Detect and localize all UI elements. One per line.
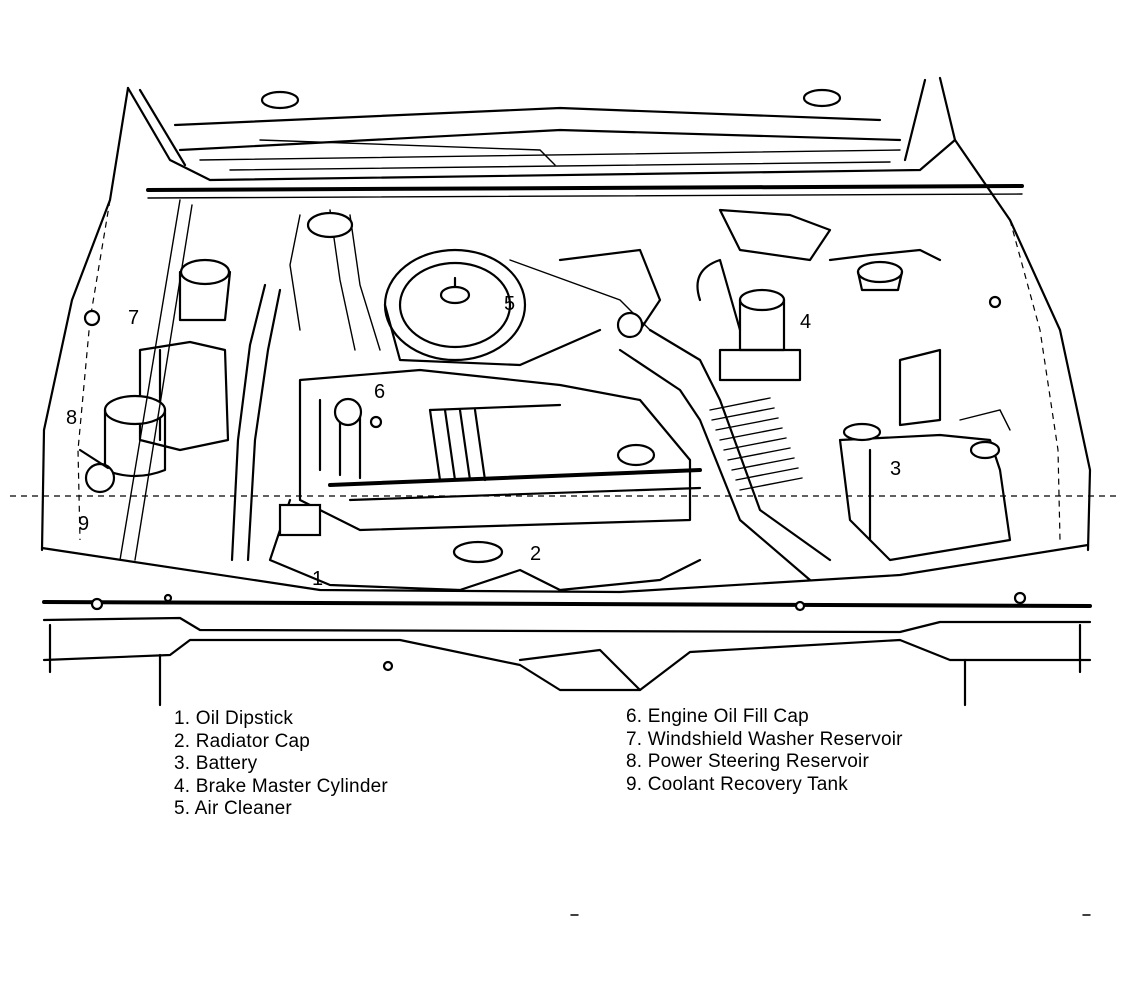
legend-item-battery: 3. Battery xyxy=(174,753,258,774)
legend-item-brake-master-cylinder: 4. Brake Master Cylinder xyxy=(174,775,388,797)
legend-item-radiator-cap: 2. Radiator Cap xyxy=(174,730,311,752)
callout-9: 9 xyxy=(78,513,89,535)
intake-hose-art xyxy=(618,258,832,582)
front-support-art xyxy=(10,495,1120,707)
legend-item-power-steering-reservoir: 8. Power Steering Reservoir xyxy=(626,751,870,772)
callout-3: 3 xyxy=(890,458,901,480)
hood-outline xyxy=(126,76,1024,199)
left-hoses xyxy=(230,209,381,562)
legend-item-coolant-recovery-tank: 9. Coolant Recovery Tank xyxy=(626,773,849,795)
battery-art xyxy=(838,348,1012,562)
engine-block-art xyxy=(268,248,702,592)
callout-7: 7 xyxy=(128,307,139,329)
legend-item-washer-reservoir: 7. Windshield Washer Reservoir xyxy=(626,728,903,750)
air-cleaner-art xyxy=(383,248,651,367)
callout-1: 1 xyxy=(312,568,323,590)
legend-right: 6. Engine Oil Fill Cap 7. Windshield Was… xyxy=(626,706,903,796)
callout-2: 2 xyxy=(530,543,541,565)
brake-master-cylinder-art xyxy=(718,208,942,382)
callout-5: 5 xyxy=(504,293,515,315)
legend-item-oil-dipstick: 1. Oil Dipstick xyxy=(174,708,294,729)
callout-4: 4 xyxy=(800,311,811,333)
callout-6: 6 xyxy=(374,381,385,403)
legend-item-engine-oil-fill-cap: 6. Engine Oil Fill Cap xyxy=(626,706,809,727)
legend-item-air-cleaner: 5. Air Cleaner xyxy=(174,798,292,819)
callout-8: 8 xyxy=(66,407,77,429)
fenders xyxy=(40,86,1092,552)
power-steering-reservoir-art xyxy=(78,199,193,561)
legend-left: 1. Oil Dipstick 2. Radiator Cap 3. Batte… xyxy=(174,708,388,821)
